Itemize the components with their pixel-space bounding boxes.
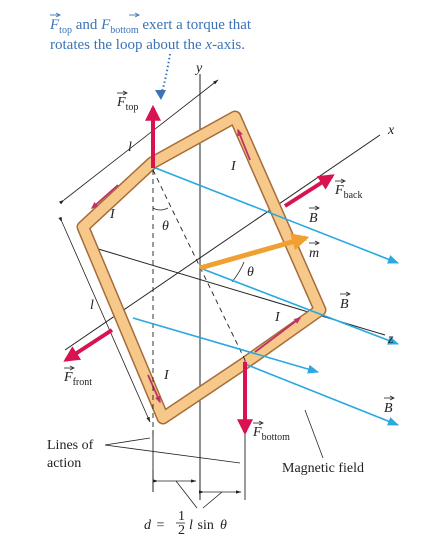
current-arrow-right: [237, 128, 251, 161]
force-back-arrow: [283, 174, 335, 208]
caption-pointer-arrowhead: [155, 90, 166, 100]
force-label-bottom: Fbottom: [252, 420, 290, 443]
magnetic-field-label: Magnetic field: [282, 461, 364, 476]
b-field-label-1: B: [309, 205, 320, 226]
current-label-4: I: [163, 368, 170, 383]
current-label-2: I: [230, 159, 237, 174]
current-arrow-left: [147, 374, 161, 404]
current-direction-arrows: [90, 128, 302, 404]
side-length-label-top: l: [128, 140, 132, 155]
svg-text:2: 2: [178, 523, 185, 538]
d-leader-right: [202, 491, 223, 509]
caption-pointer-dotted-arrow: [161, 53, 171, 93]
field-line-3: [132, 317, 320, 374]
force-label-back: Fback: [334, 178, 362, 201]
theta-label-center: θ: [247, 265, 254, 280]
svg-text:=: =: [153, 518, 168, 533]
svg-text:B: B: [384, 401, 393, 416]
caption-line-1: Ftop and Fbottom exert a torque that: [49, 17, 252, 36]
svg-text:B: B: [340, 297, 349, 312]
svg-text:sin: sin: [194, 518, 214, 533]
loop-normal-dashed-1: [152, 169, 246, 361]
current-label-3: I: [274, 310, 281, 325]
force-front-arrow: [63, 328, 114, 362]
lines-of-action-label-1: Lines of: [47, 438, 94, 453]
current-label-1: I: [109, 207, 116, 222]
svg-text:θ: θ: [220, 518, 227, 533]
axis-label-x: x: [387, 123, 395, 138]
theta-arc-center: [231, 261, 245, 283]
force-label-top: Ftop: [116, 90, 138, 113]
theta-arc-top: [152, 207, 169, 211]
magnetic-moment-arrow: [199, 233, 310, 271]
axis-label-z: z: [387, 332, 394, 347]
lines-of-action-leader-2: [104, 444, 241, 464]
b-field-label-2: B: [340, 291, 351, 312]
dimension-line-left: [58, 216, 151, 423]
lines-of-action-leader-1: [104, 437, 151, 446]
magnetic-field-leader: [304, 409, 324, 459]
magnetic-moment-label: m: [309, 240, 320, 261]
svg-text:1: 1: [178, 509, 185, 524]
field-line-4: [244, 363, 400, 426]
svg-text:Fbottom: Fbottom: [252, 425, 290, 443]
current-arrow-bottom: [254, 317, 302, 353]
caption-vector-arrows: [50, 12, 141, 18]
current-arrow-top-left: [90, 184, 119, 209]
caption-line-2: rotates the loop about the x-axis.: [50, 37, 245, 53]
x-axis-line: [64, 134, 381, 351]
force-label-front: Ffront: [63, 365, 92, 388]
field-line-2: [199, 267, 400, 345]
svg-text:Fback: Fback: [334, 183, 362, 201]
svg-text:m: m: [309, 246, 319, 261]
svg-text:Ffront: Ffront: [63, 370, 92, 388]
axis-label-y: y: [194, 61, 203, 76]
d-formula: d = 1 2 l sin θ: [144, 509, 227, 538]
svg-text:l: l: [189, 518, 193, 533]
side-length-label-left: l: [90, 298, 94, 313]
theta-label-top: θ: [162, 219, 169, 234]
dimension-line-top: [58, 79, 219, 205]
lines-of-action-label-2: action: [47, 456, 81, 471]
d-leader-left: [175, 480, 198, 509]
b-field-label-3: B: [384, 395, 395, 416]
field-line-1: [152, 166, 400, 264]
svg-text:Ftop: Ftop: [116, 95, 138, 113]
svg-text:B: B: [309, 211, 318, 226]
svg-text:d: d: [144, 518, 152, 533]
